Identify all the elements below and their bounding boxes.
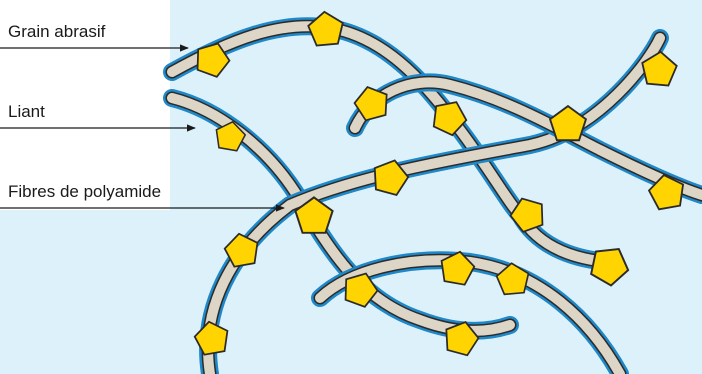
label-leaders: [0, 44, 285, 212]
label-grain-abrasif: Grain abrasif: [8, 22, 106, 41]
label-liant: Liant: [8, 102, 45, 121]
fibre-4: [346, 73, 702, 204]
label-fibres-polyamide: Fibres de polyamide: [8, 182, 162, 201]
